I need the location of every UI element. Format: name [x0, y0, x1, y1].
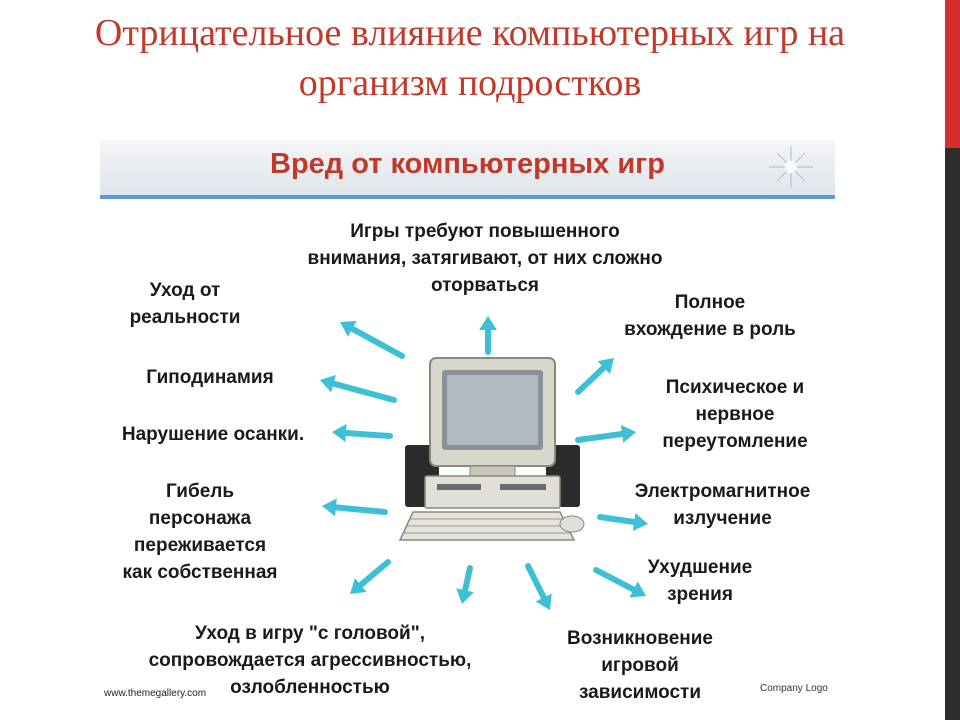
effect-em-radiation-line-1: Электромагнитное [634, 481, 811, 502]
accent-bar-dark [945, 148, 960, 720]
effect-posture: Нарушение осанки. [98, 421, 328, 448]
effect-escape-reality: Уход от реальности [100, 277, 270, 331]
effect-overwork: Психическое и нервное переутомление [630, 374, 840, 455]
effect-attention-line-1: Игры требуют повышенного [350, 221, 620, 242]
arrow-game-left-down [456, 565, 474, 604]
arrow-character-death [322, 498, 388, 517]
effect-character-death-line-4: как собственная [122, 562, 278, 583]
effect-character-death-line-1: Гибель [165, 481, 235, 502]
effect-immersion-aggression-line-3: озлобленностью [230, 677, 390, 698]
effect-role-immersion-line-1: Полное [674, 292, 746, 313]
diagram-banner: Вред от компьютерных игр [100, 140, 835, 199]
effect-character-death: Гибель персонажа переживается как собств… [100, 478, 300, 586]
effect-overwork-line-3: переутомление [662, 431, 808, 452]
sparkle-icon [769, 146, 813, 188]
effect-vision-line-1: Ухудшение [647, 557, 753, 578]
arrow-escape-reality [340, 320, 405, 359]
arrow-em-radiation [597, 513, 648, 531]
effect-hypodynamia-line-1: Гиподинамия [146, 367, 274, 388]
arrow-immersion-aggression [350, 559, 391, 594]
effect-overwork-line-2: нервное [695, 404, 775, 425]
effect-attention: Игры требуют повышенного внимания, затяг… [250, 218, 720, 299]
arrow-posture [332, 423, 393, 442]
effect-character-death-line-2: персонажа [148, 508, 252, 529]
slide-title-line-1: Отрицательное влияние компьютерных игр н… [94, 12, 846, 54]
footer-website: www.themegallery.com [104, 688, 207, 699]
effect-attention-line-2: внимания, затягивают, от них сложно [307, 248, 663, 269]
arrow-hypodynamia [320, 374, 397, 403]
arrow-overwork [575, 424, 636, 443]
effect-immersion-aggression-line-1: Уход в игру "с головой", [195, 623, 425, 644]
effect-hypodynamia: Гиподинамия [115, 364, 305, 391]
effect-posture-line-1: Нарушение осанки. [121, 424, 305, 445]
effect-addiction-line-3: зависимости [578, 682, 702, 703]
arrow-role-immersion [575, 358, 614, 395]
effect-role-immersion-line-2: вхождение в роль [624, 319, 796, 340]
effect-role-immersion: Полное вхождение в роль [590, 289, 830, 343]
effect-immersion-aggression-line-2: сопровождается агрессивностью, [148, 650, 472, 671]
slide-title-line-2: организм подростков [298, 62, 642, 104]
arrow-addiction [525, 563, 552, 610]
effect-overwork-line-1: Психическое и [665, 377, 805, 398]
effect-addiction: Возникновение игровой зависимости [530, 625, 750, 706]
effect-vision-line-2: зрения [667, 584, 733, 605]
slide-title: Отрицательное влияние компьютерных игр н… [30, 8, 910, 108]
footer-company-logo: Company Logo [760, 683, 828, 694]
effect-escape-reality-line-1: Уход от [149, 280, 221, 301]
effect-vision: Ухудшение зрения [615, 554, 785, 608]
arrow-vision [593, 567, 646, 598]
effect-addiction-line-2: игровой [601, 655, 679, 676]
effect-escape-reality-line-2: реальности [129, 307, 241, 328]
effect-em-radiation-line-2: излучение [673, 508, 772, 529]
accent-bar-red [945, 0, 960, 148]
effect-character-death-line-3: переживается [133, 535, 267, 556]
effect-immersion-aggression: Уход в игру "с головой", сопровождается … [100, 620, 520, 701]
computer-icon [398, 357, 585, 541]
effect-addiction-line-1: Возникновение [567, 628, 713, 649]
effect-attention-line-3: оторваться [430, 275, 540, 296]
effect-arrows [320, 316, 648, 610]
banner-title: Вред от компьютерных игр [270, 148, 665, 180]
arrow-up-attention [479, 316, 497, 355]
effect-em-radiation: Электромагнитное излучение [610, 478, 835, 532]
